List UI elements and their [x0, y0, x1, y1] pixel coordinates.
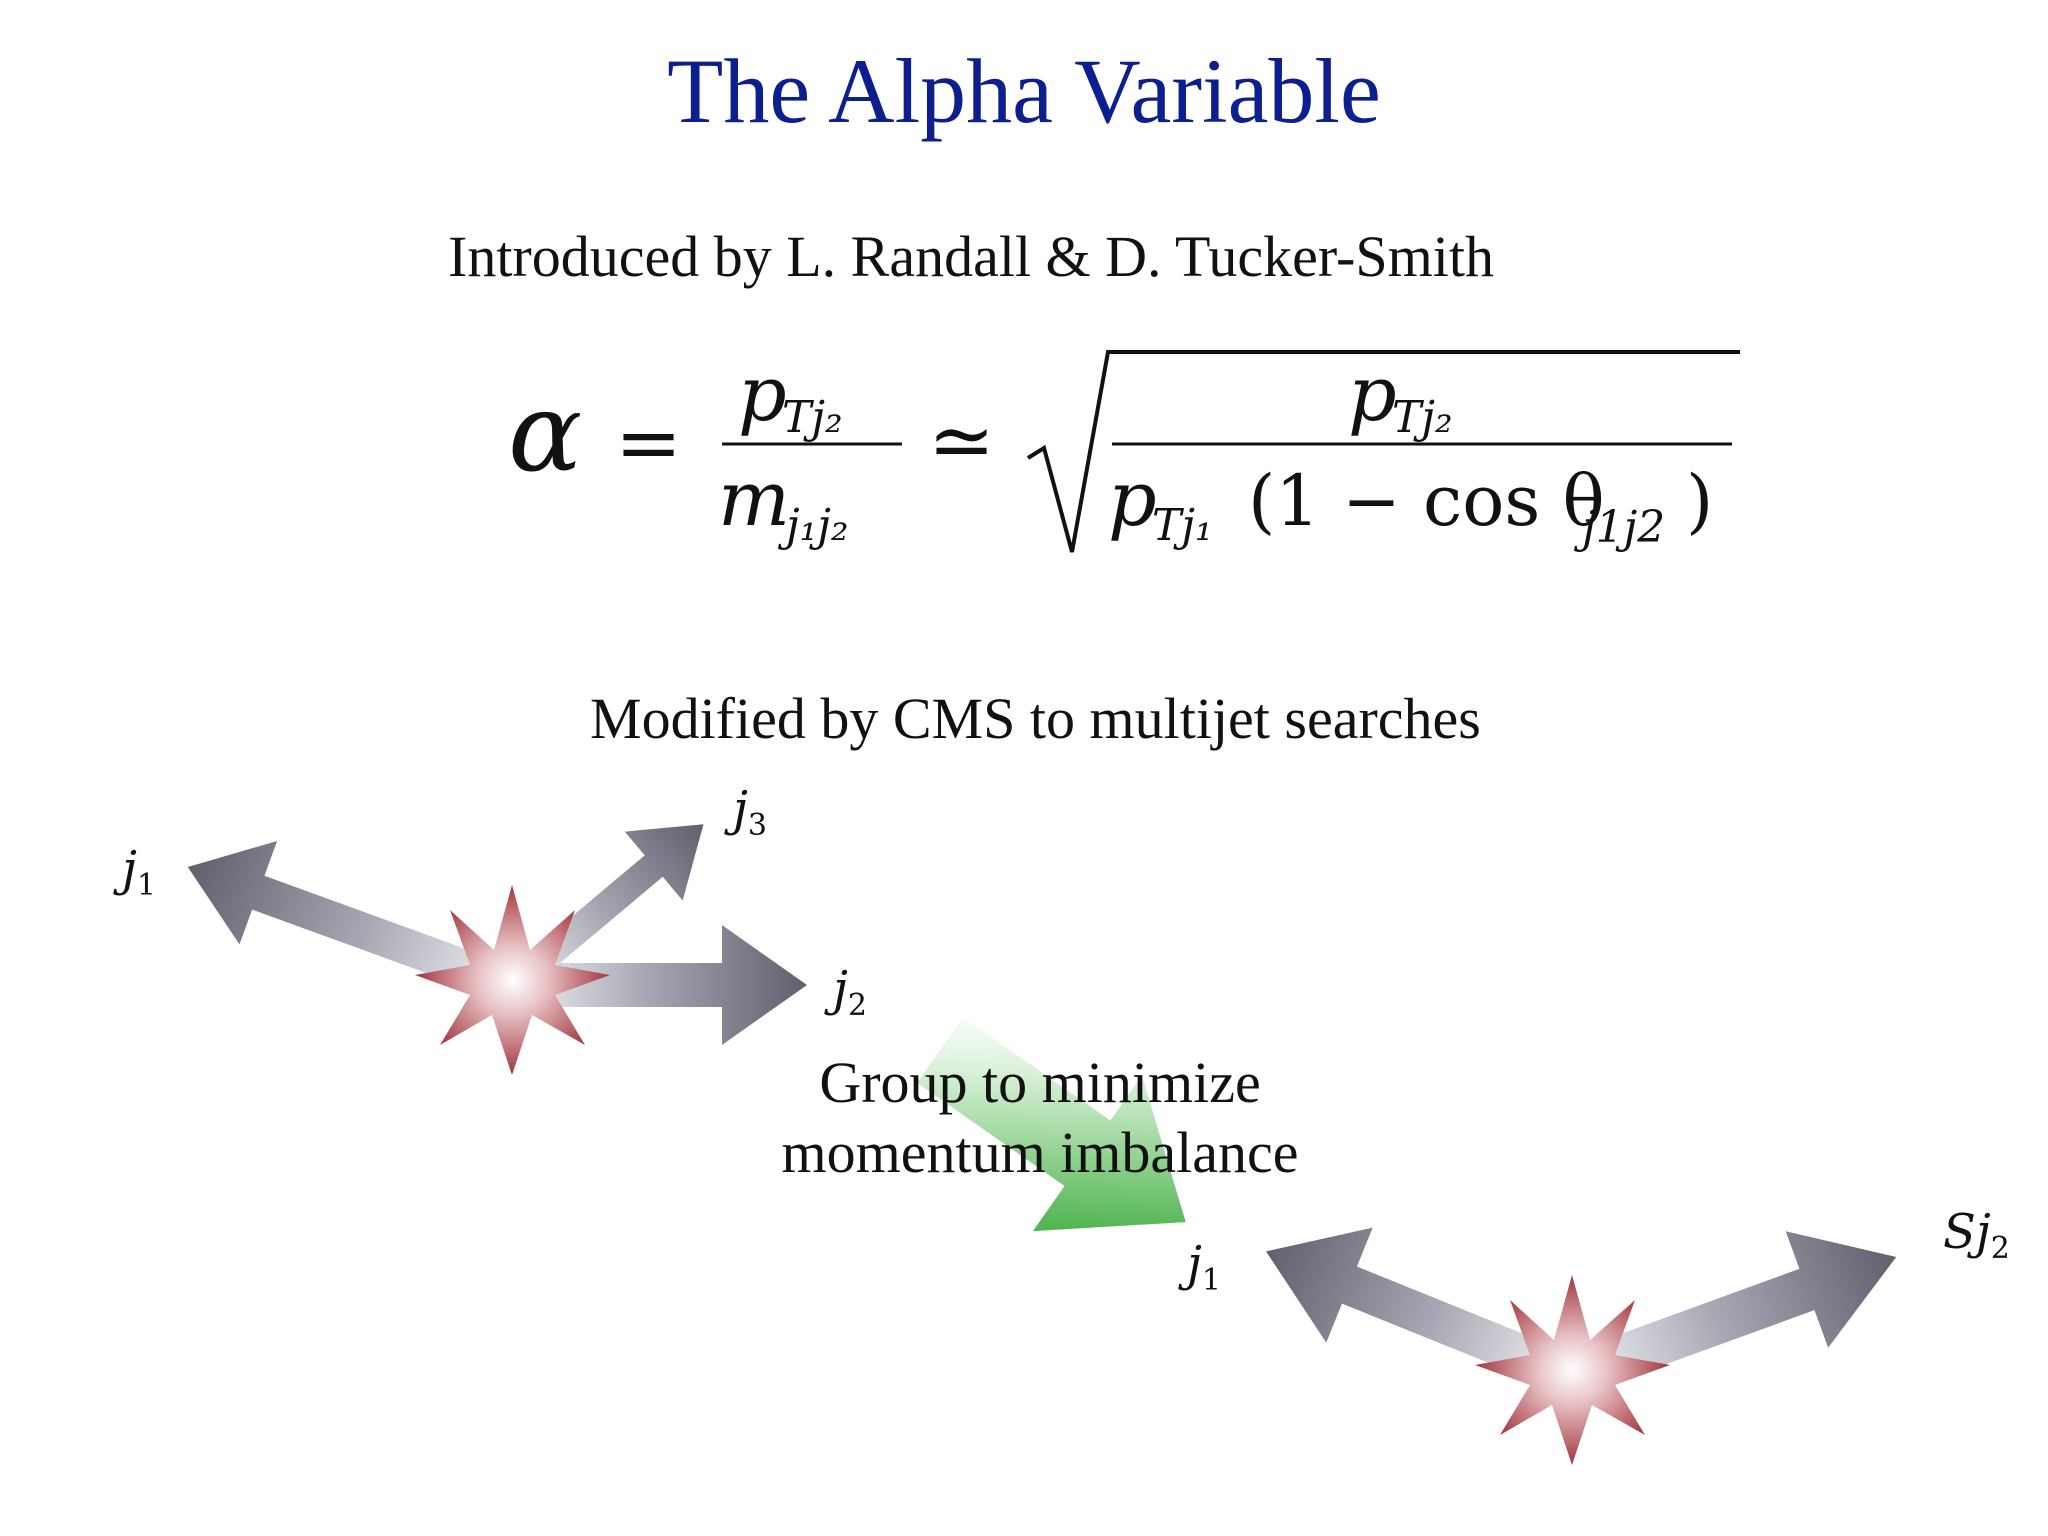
- slide-title: The Alpha Variable: [667, 40, 1381, 142]
- formula-den-sub: j₁j₂: [777, 500, 849, 551]
- formula-approx: ≃: [928, 394, 995, 487]
- formula-den-m: m: [718, 454, 790, 543]
- formula-alpha: α: [508, 368, 582, 496]
- label-j1-bottom: j1: [1187, 1236, 1221, 1298]
- label-j2-top: j2: [833, 961, 867, 1023]
- collision-star-top: [415, 885, 610, 1075]
- formula-num-p: p: [738, 349, 787, 438]
- subtitle-introduced-by: Introduced by L. Randall & D. Tucker-Smi…: [448, 224, 1494, 289]
- group-arrow: [917, 1017, 1186, 1232]
- close-paren: ): [1686, 460, 1713, 542]
- theta-sub: j1j2: [1573, 502, 1665, 553]
- group-label-line1: Group to minimize: [819, 1050, 1261, 1115]
- modified-by-text: Modified by CMS to multijet searches: [590, 686, 1481, 751]
- label-sj2-bottom: Sj2: [1943, 1204, 2010, 1266]
- label-j1-top: j1: [122, 841, 156, 903]
- sqrt-num-sub: Tj₂: [1392, 392, 1453, 443]
- formula-equals: =: [615, 396, 682, 489]
- arrow-j2-top: [512, 925, 807, 1045]
- label-j3-top: j3: [733, 781, 767, 843]
- collision-star-bottom: [1475, 1275, 1670, 1465]
- arrow-j1-bottom: [1266, 1227, 1580, 1394]
- sqrt-num-p: p: [1348, 349, 1397, 438]
- arrow-sj2-bottom: [1564, 1231, 1897, 1396]
- sqrt-den-p: p: [1108, 454, 1157, 543]
- group-label: Group to minimize momentum imbalance: [700, 1048, 1380, 1188]
- sqrt-sign: [1026, 350, 1740, 553]
- sqrt-den-sub: Tj₁: [1152, 500, 1213, 551]
- sqrt-den-rest: (1 − cos θ: [1248, 460, 1605, 542]
- arrow-j1-top: [187, 840, 519, 1002]
- alpha-formula: α = p Tj₂ m j₁j₂ ≃ p Tj₂ p Tj₁ (1 − cos …: [508, 349, 1740, 553]
- group-label-line2: momentum imbalance: [781, 1120, 1299, 1185]
- formula-num-sub: Tj₂: [782, 392, 843, 443]
